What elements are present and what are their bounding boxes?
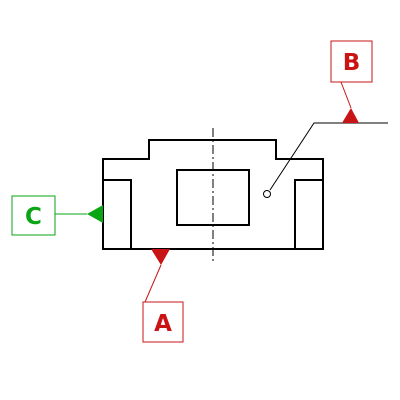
left-slot bbox=[103, 179, 132, 249]
right-slot bbox=[294, 179, 323, 249]
datum-a-triangle bbox=[151, 249, 170, 265]
datum-c: C bbox=[11, 195, 103, 236]
datum-a-label: A bbox=[154, 311, 172, 337]
datum-c-triangle bbox=[87, 205, 103, 223]
datum-c-frame bbox=[11, 195, 56, 236]
datum-b-frame bbox=[330, 40, 373, 83]
datum-b: B bbox=[330, 40, 373, 123]
datum-a: A bbox=[142, 249, 184, 343]
leader-b bbox=[269, 122, 388, 191]
datum-b-triangle bbox=[342, 108, 359, 123]
part-outline bbox=[102, 139, 324, 250]
datum-a-leader bbox=[144, 264, 162, 303]
datum-c-label: C bbox=[25, 204, 42, 230]
datum-a-frame bbox=[142, 301, 184, 343]
datum-b-leader bbox=[340, 81, 352, 109]
reference-circle bbox=[263, 190, 271, 198]
datum-b-label: B bbox=[343, 50, 361, 76]
